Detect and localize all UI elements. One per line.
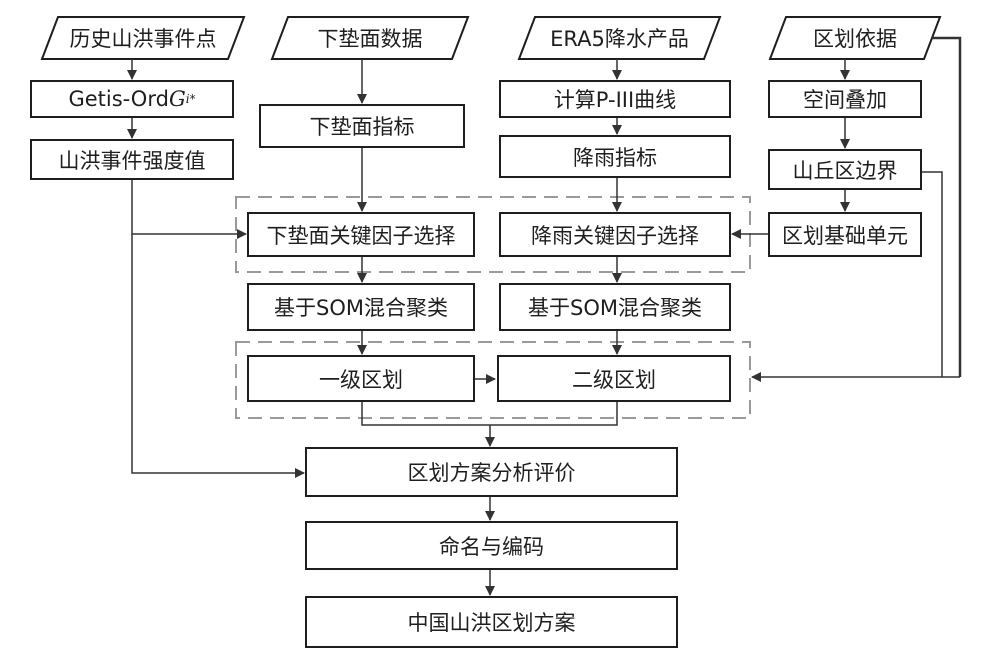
underlying-indicator-label: 下垫面指标 — [309, 115, 415, 139]
getis-sub: i — [185, 92, 190, 106]
getis-sup: * — [189, 92, 196, 106]
p3-curve-box: 计算P-III曲线 — [499, 80, 731, 118]
evaluation-label: 区划方案分析评价 — [407, 461, 576, 485]
som-left-label: 基于SOM混合聚类 — [274, 296, 448, 320]
base-unit-label: 区划基础单元 — [782, 223, 908, 248]
level2-label: 二级区划 — [572, 367, 656, 392]
final-scheme-box: 中国山洪区划方案 — [305, 596, 678, 648]
input-zoning-basis-label: 区划依据 — [813, 27, 897, 51]
rain-factor-box: 降雨关键因子选择 — [499, 212, 731, 257]
overlay-box: 空间叠加 — [768, 80, 922, 118]
level1-label: 一级区划 — [319, 367, 403, 392]
p3-curve-label: 计算P-III曲线 — [553, 88, 677, 112]
arrow-intensity-factor — [131, 180, 247, 239]
rain-indicator-label: 降雨指标 — [573, 145, 657, 170]
input-shape-history — [40, 16, 246, 60]
dashed-group-zoning — [235, 341, 751, 419]
line-hill-right — [922, 171, 943, 377]
level2-box: 二级区划 — [497, 355, 731, 402]
getis-g: G — [168, 87, 186, 111]
underlying-factor-label: 下垫面关键因子选择 — [266, 223, 456, 248]
base-unit-box: 区划基础单元 — [768, 212, 922, 257]
input-era5: ERA5降水产品 — [519, 17, 720, 59]
input-underlying-data: 下垫面数据 — [272, 17, 468, 59]
underlying-indicator-box: 下垫面指标 — [259, 104, 465, 148]
overlay-label: 空间叠加 — [803, 88, 887, 112]
som-right-label: 基于SOM混合聚类 — [528, 296, 702, 320]
naming-box: 命名与编码 — [305, 521, 678, 570]
final-scheme-label: 中国山洪区划方案 — [407, 611, 576, 635]
som-box-right: 基于SOM混合聚类 — [499, 283, 731, 331]
hill-boundary-box: 山丘区边界 — [768, 149, 922, 190]
rain-indicator-box: 降雨指标 — [499, 135, 731, 178]
input-shape-underlying — [270, 16, 470, 60]
input-era5-label: ERA5降水产品 — [550, 27, 689, 51]
line-basis-right — [932, 36, 962, 377]
arrow-intensity-evaluation — [131, 234, 305, 478]
input-history-events: 历史山洪事件点 — [42, 17, 244, 59]
input-zoning-basis: 区划依据 — [770, 17, 940, 59]
line-level-merge — [361, 402, 618, 426]
getis-prefix: Getis-Ord — [68, 87, 169, 111]
hill-boundary-label: 山丘区边界 — [792, 158, 898, 183]
input-underlying-data-label: 下垫面数据 — [317, 27, 423, 51]
intensity-label: 山洪事件强度值 — [58, 148, 206, 173]
underlying-factor-box: 下垫面关键因子选择 — [247, 212, 475, 257]
intensity-box: 山洪事件强度值 — [30, 139, 234, 180]
som-box-left: 基于SOM混合聚类 — [247, 283, 475, 331]
evaluation-box: 区划方案分析评价 — [305, 447, 678, 497]
level1-box: 一级区划 — [247, 355, 475, 402]
input-history-events-label: 历史山洪事件点 — [69, 27, 217, 51]
input-shape-basis — [768, 16, 942, 60]
naming-label: 命名与编码 — [439, 534, 544, 559]
rain-factor-label: 降雨关键因子选择 — [531, 223, 699, 248]
input-shape-era5 — [517, 16, 722, 60]
